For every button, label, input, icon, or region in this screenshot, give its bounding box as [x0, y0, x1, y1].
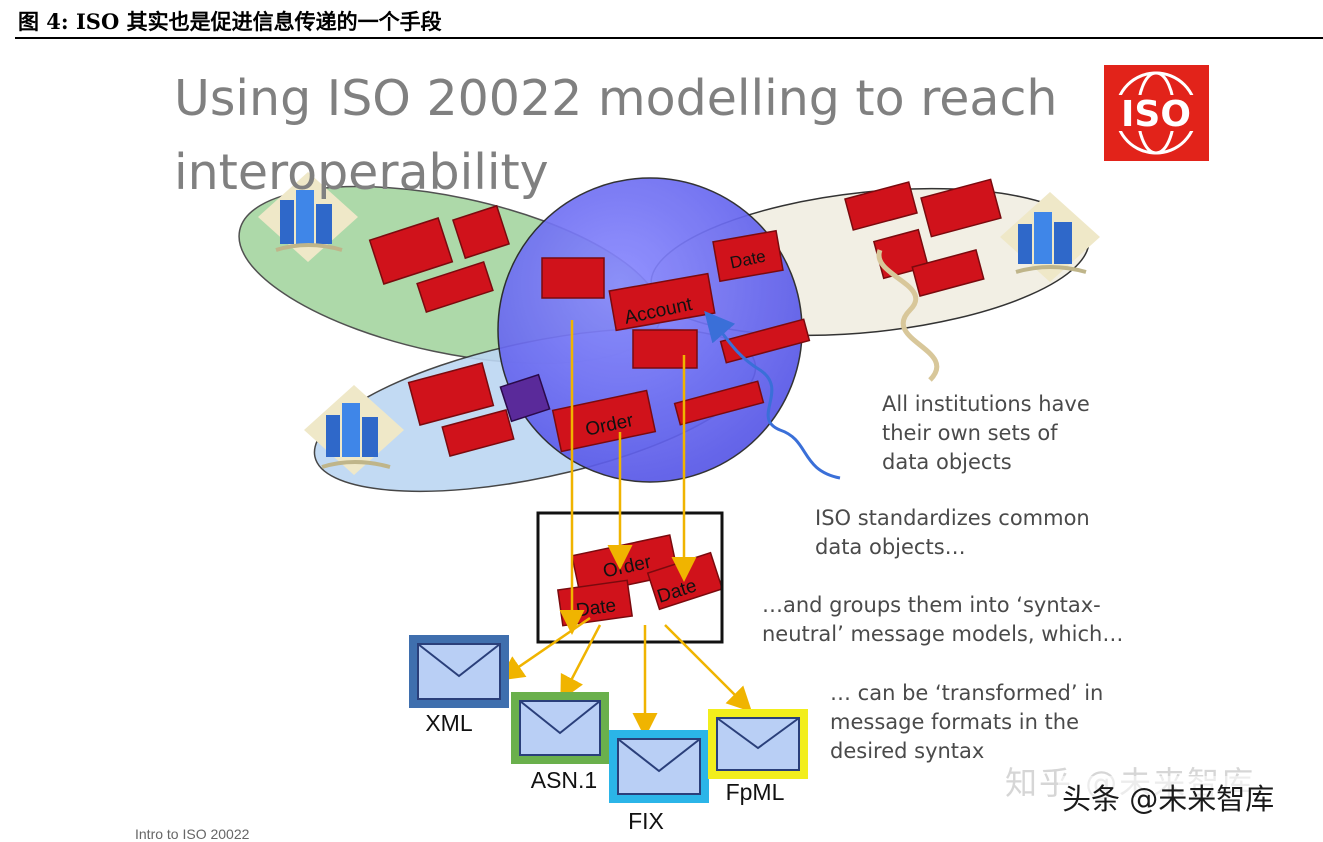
brick-green-2 [452, 204, 510, 260]
brick-beige-2 [920, 178, 1002, 238]
brick-order [551, 389, 657, 453]
brick-blue-2 [441, 409, 515, 457]
brick-date-top [712, 229, 784, 283]
brick-sphere-3 [719, 318, 811, 364]
format-label-fpml: FpML [725, 779, 785, 805]
slide-footer: Intro to ISO 20022 [135, 826, 250, 842]
envelope-xml-icon [409, 635, 509, 708]
brick-green-3 [416, 260, 494, 314]
format-label-fix: FIX [628, 808, 664, 834]
brick-sphere-1 [541, 257, 605, 299]
envelope-fpml-icon [708, 709, 808, 779]
brick-purple [499, 373, 551, 423]
envelope-fix-icon [609, 730, 709, 803]
beige-wavy-line [876, 249, 940, 382]
arrow-model-to-asn1 [560, 624, 602, 701]
caption-divider [15, 37, 1323, 39]
arrow-model-to-fpml [664, 624, 753, 713]
message-model-box [536, 511, 724, 644]
brick-beige-1 [844, 181, 918, 231]
slide-title: Using ISO 20022 modelling to reach inter… [174, 70, 1058, 201]
watermark-toutiao: 头条 @未来智库 [1058, 776, 1279, 818]
envelope-asn1-icon [511, 692, 609, 764]
brick-green-1 [368, 217, 454, 285]
note-standardizes: ISO standardizes common data objects… [815, 506, 1090, 559]
blue-wavy-line [704, 310, 841, 480]
figure-caption: 图 4: ISO 其实也是促进信息传递的一个手段 [18, 9, 442, 34]
brick-account [608, 272, 716, 332]
building-icon-top-left [258, 172, 358, 262]
iso-logo-text: ISO [1121, 94, 1191, 135]
iso-logo: ISO [1104, 65, 1209, 161]
note-transformed: … can be ‘transformed’ in message format… [830, 681, 1104, 763]
arrow-model-to-xml [498, 616, 591, 681]
note-groups: …and groups them into ‘syntax- neutral’ … [762, 593, 1124, 646]
brick-beige-4 [911, 249, 985, 297]
format-label-xml: XML [425, 710, 473, 736]
brick-blue-1 [407, 361, 495, 427]
note-institutions: All institutions have their own sets of … [882, 392, 1090, 474]
building-icon-bottom-left [304, 385, 404, 475]
brick-sphere-4 [673, 380, 765, 426]
building-icon-right [1000, 192, 1100, 282]
brick-sphere-2 [632, 329, 698, 369]
format-label-asn1: ASN.1 [530, 767, 598, 793]
